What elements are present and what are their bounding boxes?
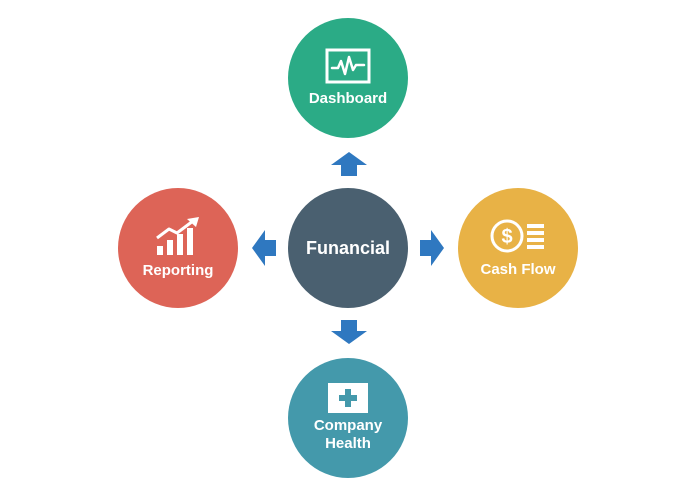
company-health-label: Company Health [313, 417, 383, 452]
svg-text:$: $ [501, 226, 512, 248]
center-node-label: Funancial [305, 238, 390, 258]
reporting-node: Reporting [118, 188, 238, 308]
arrow-left-icon [252, 230, 276, 266]
arrow-up-icon [331, 152, 367, 176]
center-node: Funancial [288, 188, 408, 308]
rising-chart-icon [156, 217, 199, 255]
arrow-down-icon [331, 320, 367, 344]
medical-cross-icon [328, 383, 368, 413]
dashboard-node: Dashboard [288, 18, 408, 138]
dashboard-label: Dashboard [308, 90, 388, 107]
company-health-node: Company Health [288, 358, 408, 478]
cash-flow-label: Cash Flow [480, 261, 556, 278]
reporting-label: Reporting [142, 262, 214, 279]
cash-flow-node: $ Cash Flow [458, 188, 578, 308]
monitor-pulse-icon [325, 48, 371, 84]
dollar-coin-icon: $ [490, 219, 544, 253]
arrow-right-icon [420, 230, 444, 266]
